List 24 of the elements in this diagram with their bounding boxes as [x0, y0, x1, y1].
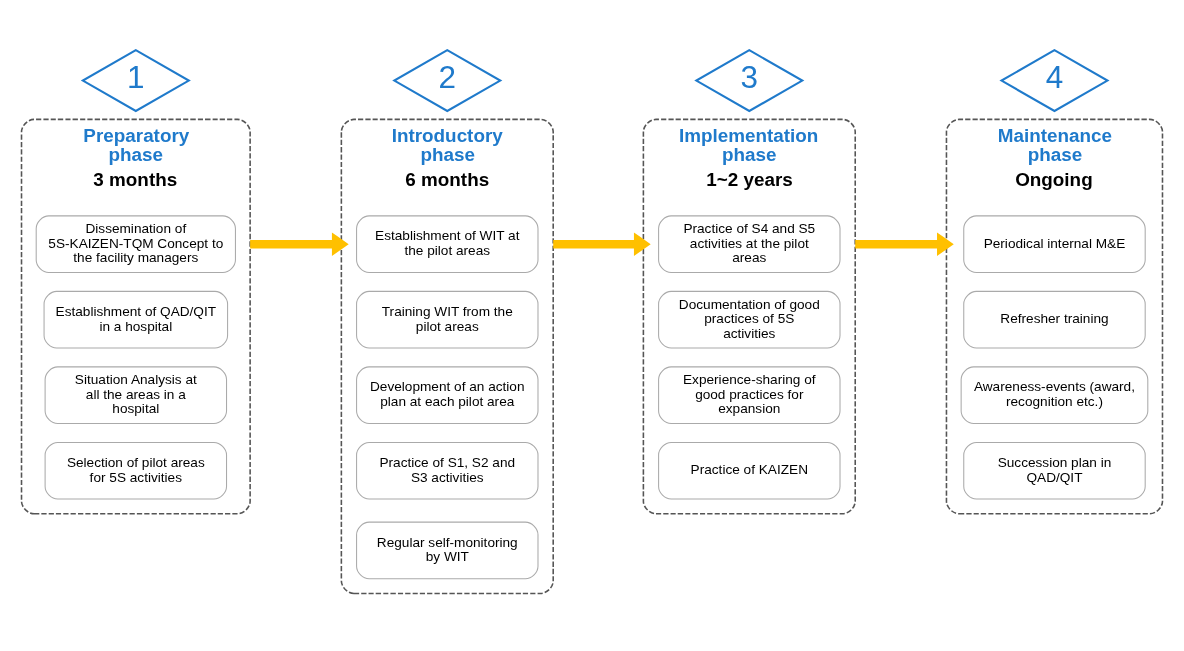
node-box: Dissemination of 5S-KAIZEN-TQM Concept to the facility managers: [35, 214, 236, 273]
node-box: Practice of S4 and S5 activities at the pilot areas: [658, 214, 841, 273]
node-box: Establishment of WIT at the pilot areas: [356, 214, 539, 273]
node-box: Development of an action plan at each pilot area: [356, 365, 539, 424]
node-box: Establishment of QAD/QIT in a hospital: [43, 290, 229, 349]
arrow: [855, 231, 954, 256]
node-box: Selection of pilot areas for 5S activities: [44, 441, 228, 500]
node-diamond: 4: [999, 48, 1110, 112]
node-box: Periodical internal M&E: [963, 214, 1146, 273]
arrow: [250, 231, 349, 256]
node-box: Training WIT from the pilot areas: [356, 290, 539, 349]
node-box: Refresher training: [963, 290, 1146, 349]
arrow: [553, 231, 651, 256]
node-box: Experience-sharing of good practices for expansion: [658, 365, 841, 424]
node-box: Succession plan in QAD/QIT: [963, 441, 1146, 500]
node-box: Situation Analysis at all the areas in a hospital: [44, 365, 228, 424]
node-box: Awareness-events (award, recognition etc.): [960, 365, 1149, 424]
node-box: Documentation of good practices of 5S activities: [658, 290, 841, 349]
node-box: Practice of S1, S2 and S3 activities: [356, 441, 539, 500]
node-box: Regular self-monitoring by WIT: [356, 521, 539, 579]
node-diamond: 3: [694, 48, 805, 112]
node-diamond: 1: [80, 48, 191, 112]
node-box: Practice of KAIZEN: [658, 441, 841, 500]
node-diamond: 2: [392, 48, 503, 112]
